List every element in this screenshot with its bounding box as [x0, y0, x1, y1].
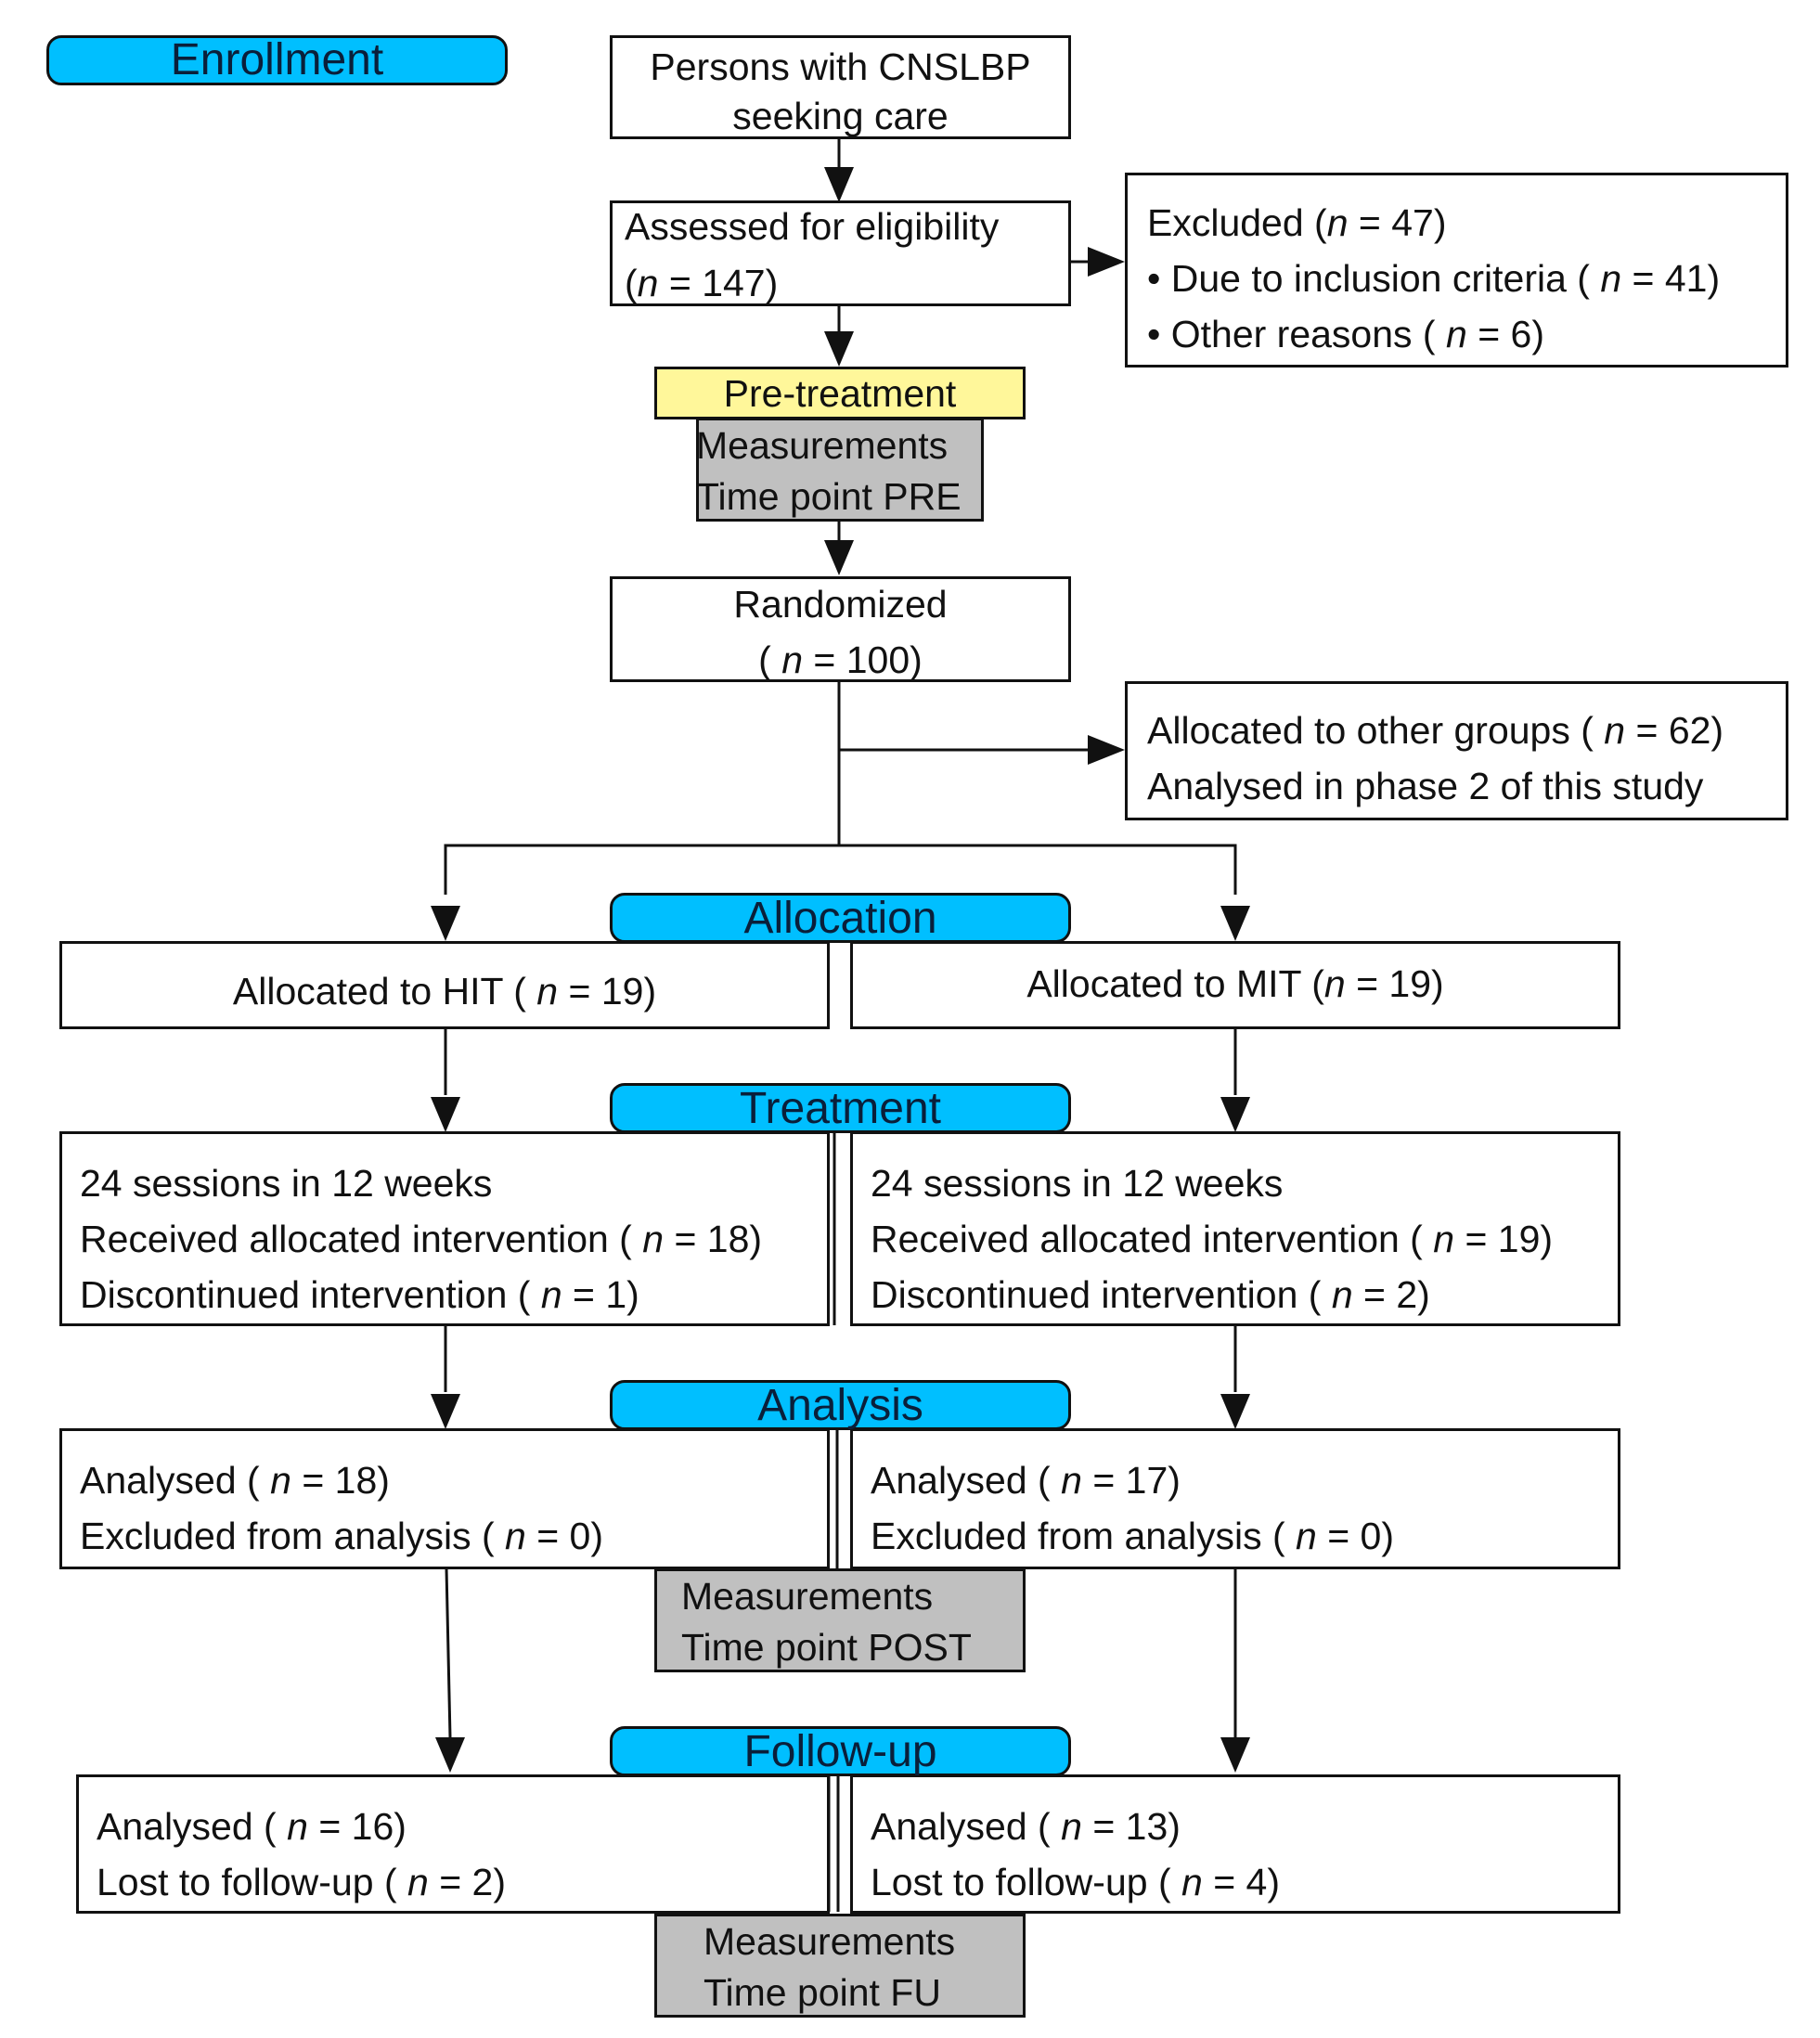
- arrowhead-assessed: [824, 167, 854, 202]
- measurements-fu-line2: Time point FU: [703, 1971, 941, 2014]
- hit-followup-box: [76, 1774, 830, 1914]
- randomized-text-line1: Randomized: [733, 583, 948, 626]
- hit-received-text: Received allocated intervention ( n = 18…: [80, 1218, 763, 1260]
- stage-label-analysis: Analysis: [610, 1380, 1071, 1430]
- mit-received-text: Received allocated intervention ( n = 19…: [871, 1218, 1554, 1260]
- mit-excluded-analysis-text: Excluded from analysis ( n = 0): [871, 1515, 1395, 1557]
- measurements-pre-line2: Time point PRE: [696, 475, 962, 518]
- arrowhead-pretreatment: [824, 331, 854, 367]
- measurements-fu-box: [654, 1914, 1026, 2018]
- mit-fu-lost-text: Lost to follow-up ( n = 4): [871, 1861, 1280, 1903]
- assessed-text-line2: (n = 147): [625, 262, 779, 304]
- excluded-title: Excluded (n = 47): [1147, 201, 1447, 244]
- other-groups-box: [1125, 681, 1788, 820]
- mit-fu-analysed-text: Analysed ( n = 13): [871, 1805, 1181, 1848]
- other-groups-line2: Analysed in phase 2 of this study: [1147, 765, 1704, 807]
- hit-excluded-analysis-text: Excluded from analysis ( n = 0): [80, 1515, 604, 1557]
- arrowhead-hit-alloc: [431, 906, 460, 941]
- hit-analysis-box: [59, 1428, 830, 1569]
- mit-discontinued-text: Discontinued intervention ( n = 2): [871, 1273, 1430, 1316]
- mit-analysed-text: Analysed ( n = 17): [871, 1459, 1181, 1502]
- stage-label-enrollment: Enrollment: [46, 35, 508, 85]
- arrowhead-mit-alloc: [1220, 906, 1250, 941]
- mit-allocated-text: Allocated to MIT (n = 19): [1026, 962, 1444, 1005]
- mit-analysis-box: [850, 1428, 1620, 1569]
- persons-box: [610, 35, 1071, 139]
- stage-label-followup: Follow-up: [610, 1726, 1071, 1776]
- assessed-text-line1: Assessed for eligibility: [625, 205, 1000, 248]
- mit-sessions-text: 24 sessions in 12 weeks: [871, 1162, 1284, 1205]
- arrowhead-excluded: [1088, 247, 1125, 277]
- pretreatment-label: Pre-treatment: [654, 367, 1026, 419]
- arrowhead-randomized: [824, 540, 854, 575]
- measurements-fu-line1: Measurements: [703, 1920, 956, 1963]
- hit-discontinued-text: Discontinued intervention ( n = 1): [80, 1273, 639, 1316]
- excluded-item-other: • Other reasons ( n = 6): [1147, 313, 1544, 355]
- assessed-box: [610, 200, 1071, 306]
- measurements-pre-line1: Measurements: [696, 424, 949, 467]
- arrowhead-hit-fu: [435, 1737, 465, 1773]
- hit-allocated-text: Allocated to HIT ( n = 19): [232, 970, 657, 1013]
- hit-fu-lost-text: Lost to follow-up ( n = 2): [97, 1861, 506, 1903]
- persons-text-line2: seeking care: [732, 95, 949, 137]
- hit-fu-analysed-text: Analysed ( n = 16): [97, 1805, 407, 1848]
- arrowhead-mit-analysis: [1220, 1394, 1250, 1429]
- excluded-box: [1125, 173, 1788, 368]
- measurements-post-line2: Time point POST: [681, 1626, 972, 1669]
- arrowhead-mit-treat: [1220, 1097, 1250, 1132]
- hit-sessions-text: 24 sessions in 12 weeks: [80, 1162, 493, 1205]
- arrowhead-hit-treat: [431, 1097, 460, 1132]
- measurements-pre-box: [696, 418, 984, 522]
- excluded-item-inclusion: • Due to inclusion criteria ( n = 41): [1147, 257, 1721, 300]
- measurements-post-line1: Measurements: [681, 1575, 934, 1618]
- stage-label-treatment: Treatment: [610, 1083, 1071, 1133]
- arrowhead-hit-analysis: [431, 1394, 460, 1429]
- mit-treatment-box: [850, 1131, 1620, 1326]
- stage-label-allocation: Allocation: [610, 893, 1071, 943]
- persons-text-line1: Persons with CNSLBP: [650, 45, 1031, 88]
- mit-followup-box: [850, 1774, 1620, 1914]
- line-split-allocation: [444, 844, 1237, 895]
- hit-allocated-box: [59, 941, 830, 1029]
- arrowhead-other: [1088, 735, 1125, 765]
- arrowhead-mit-fu: [1220, 1737, 1250, 1773]
- randomized-text-line2: ( n = 100): [758, 638, 923, 681]
- arrow-hit-analysis-to-fu: [445, 1567, 452, 1738]
- hit-analysed-text: Analysed ( n = 18): [80, 1459, 390, 1502]
- hit-treatment-box: [59, 1131, 830, 1326]
- mit-allocated-box: [850, 941, 1620, 1029]
- randomized-box: [610, 576, 1071, 682]
- other-groups-line1: Allocated to other groups ( n = 62): [1147, 709, 1724, 752]
- measurements-post-box: [654, 1568, 1026, 1672]
